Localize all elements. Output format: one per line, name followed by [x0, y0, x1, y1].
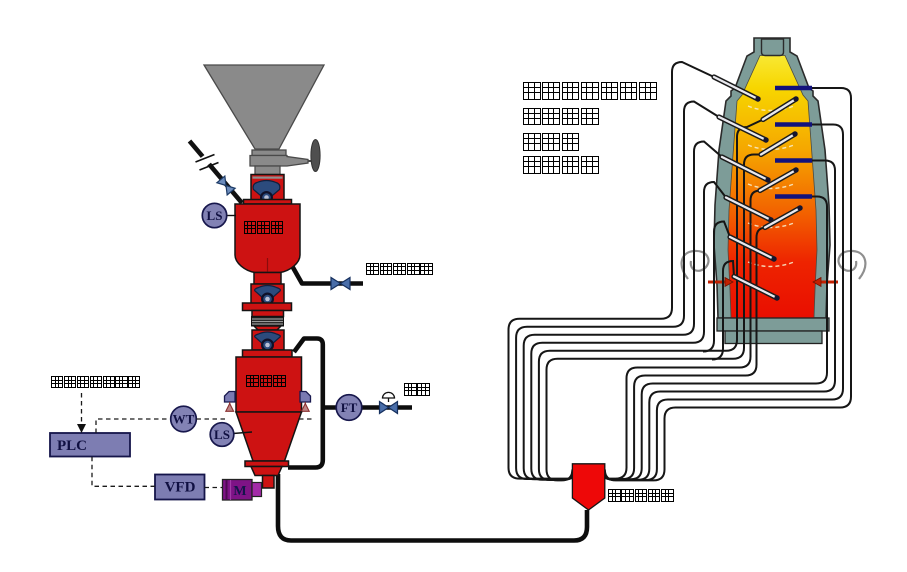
svg-text:LS: LS: [207, 208, 223, 223]
svg-text:M: M: [233, 484, 246, 499]
svg-text:WT: WT: [173, 412, 195, 427]
svg-text:FT: FT: [341, 400, 358, 415]
svg-text:LS: LS: [214, 427, 230, 442]
svg-text:VFD: VFD: [165, 480, 196, 496]
svg-text:PLC: PLC: [57, 438, 87, 454]
